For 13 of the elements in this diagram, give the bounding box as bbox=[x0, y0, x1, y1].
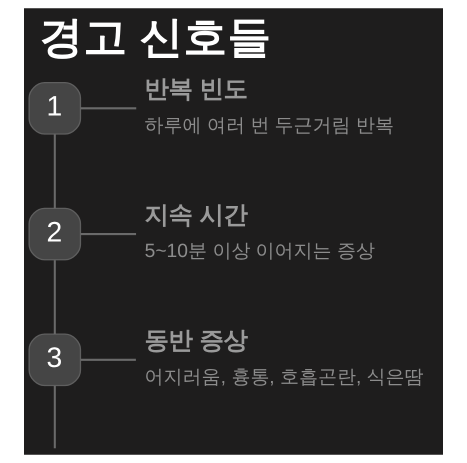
connector bbox=[54, 386, 56, 448]
connector bbox=[80, 107, 136, 110]
node-box: 3 bbox=[28, 334, 82, 386]
node-box: 1 bbox=[28, 82, 82, 135]
connector bbox=[54, 260, 56, 334]
connector bbox=[80, 358, 136, 361]
node-box: 2 bbox=[28, 208, 82, 260]
connector bbox=[54, 134, 56, 208]
connector bbox=[80, 233, 136, 236]
node-text: 반복 빈도 하루에 여러 번 두근거림 반복 bbox=[144, 76, 394, 136]
node-text: 지속 시간 5~10분 이상 이어지는 증상 bbox=[144, 202, 375, 262]
diagram-title: 경고 신호들 bbox=[39, 14, 272, 62]
node-text: 동반 증상 어지러움, 흉통, 호흡곤란, 식은땀 bbox=[144, 328, 424, 388]
